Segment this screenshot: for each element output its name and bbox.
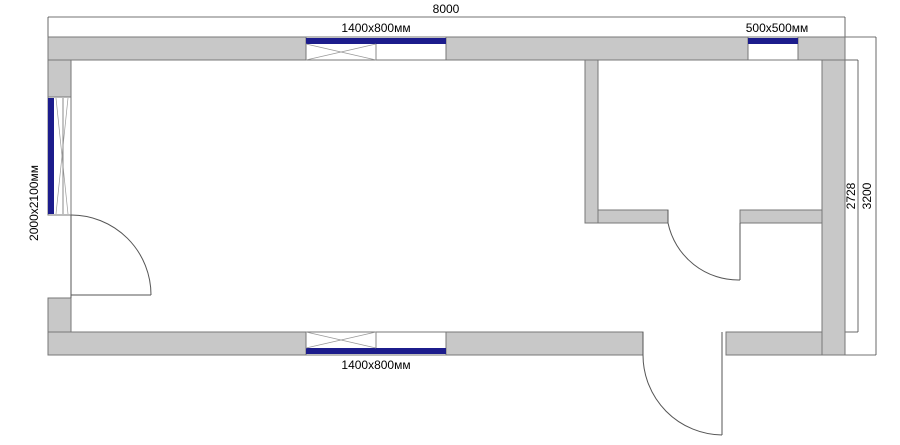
window-top (305, 36, 447, 61)
wall-bottom-left (47, 331, 307, 356)
overall-height-label: 3200 (860, 182, 874, 209)
window-bottom-label: 1400x800мм (341, 358, 410, 372)
door-bottom (642, 332, 723, 436)
wall-bottom-right (725, 331, 823, 356)
window-small (747, 36, 799, 61)
window-small-glazing (748, 38, 798, 44)
dimension-lines (47, 16, 877, 356)
wall-left-upper (47, 59, 72, 98)
walls (47, 36, 846, 356)
wall-bottom-middle (445, 331, 644, 356)
inner-height-label: 2728 (844, 182, 858, 209)
wall-top-right (797, 36, 846, 61)
window-left-glazing (48, 98, 54, 214)
window-bottom-glazing (306, 348, 446, 354)
wall-right (821, 59, 846, 356)
window-left-cross-b (55, 97, 69, 215)
partition-vertical (584, 59, 599, 224)
door-interior (667, 210, 741, 281)
door-left (70, 214, 152, 298)
window-left (47, 96, 72, 216)
window-top-cross-b (305, 43, 377, 61)
overall-length-label: 8000 (433, 2, 460, 16)
door-left-label: 2000x2100мм (27, 165, 41, 241)
wall-top-middle (445, 36, 749, 61)
window-top-glazing (306, 38, 446, 44)
door-left-swing-arc (70, 214, 152, 296)
door-bottom-swing-arc (642, 354, 723, 436)
door-interior-swing-arc (667, 222, 741, 281)
partition-horizontal-left (597, 209, 669, 224)
partition-horizontal-right (739, 209, 823, 224)
wall-top-left (47, 36, 307, 61)
window-bottom (305, 331, 447, 356)
window-small-label: 500x500мм (746, 21, 809, 35)
window-top-label: 1400x800мм (341, 21, 410, 35)
window-bottom-cross-b (305, 331, 377, 349)
